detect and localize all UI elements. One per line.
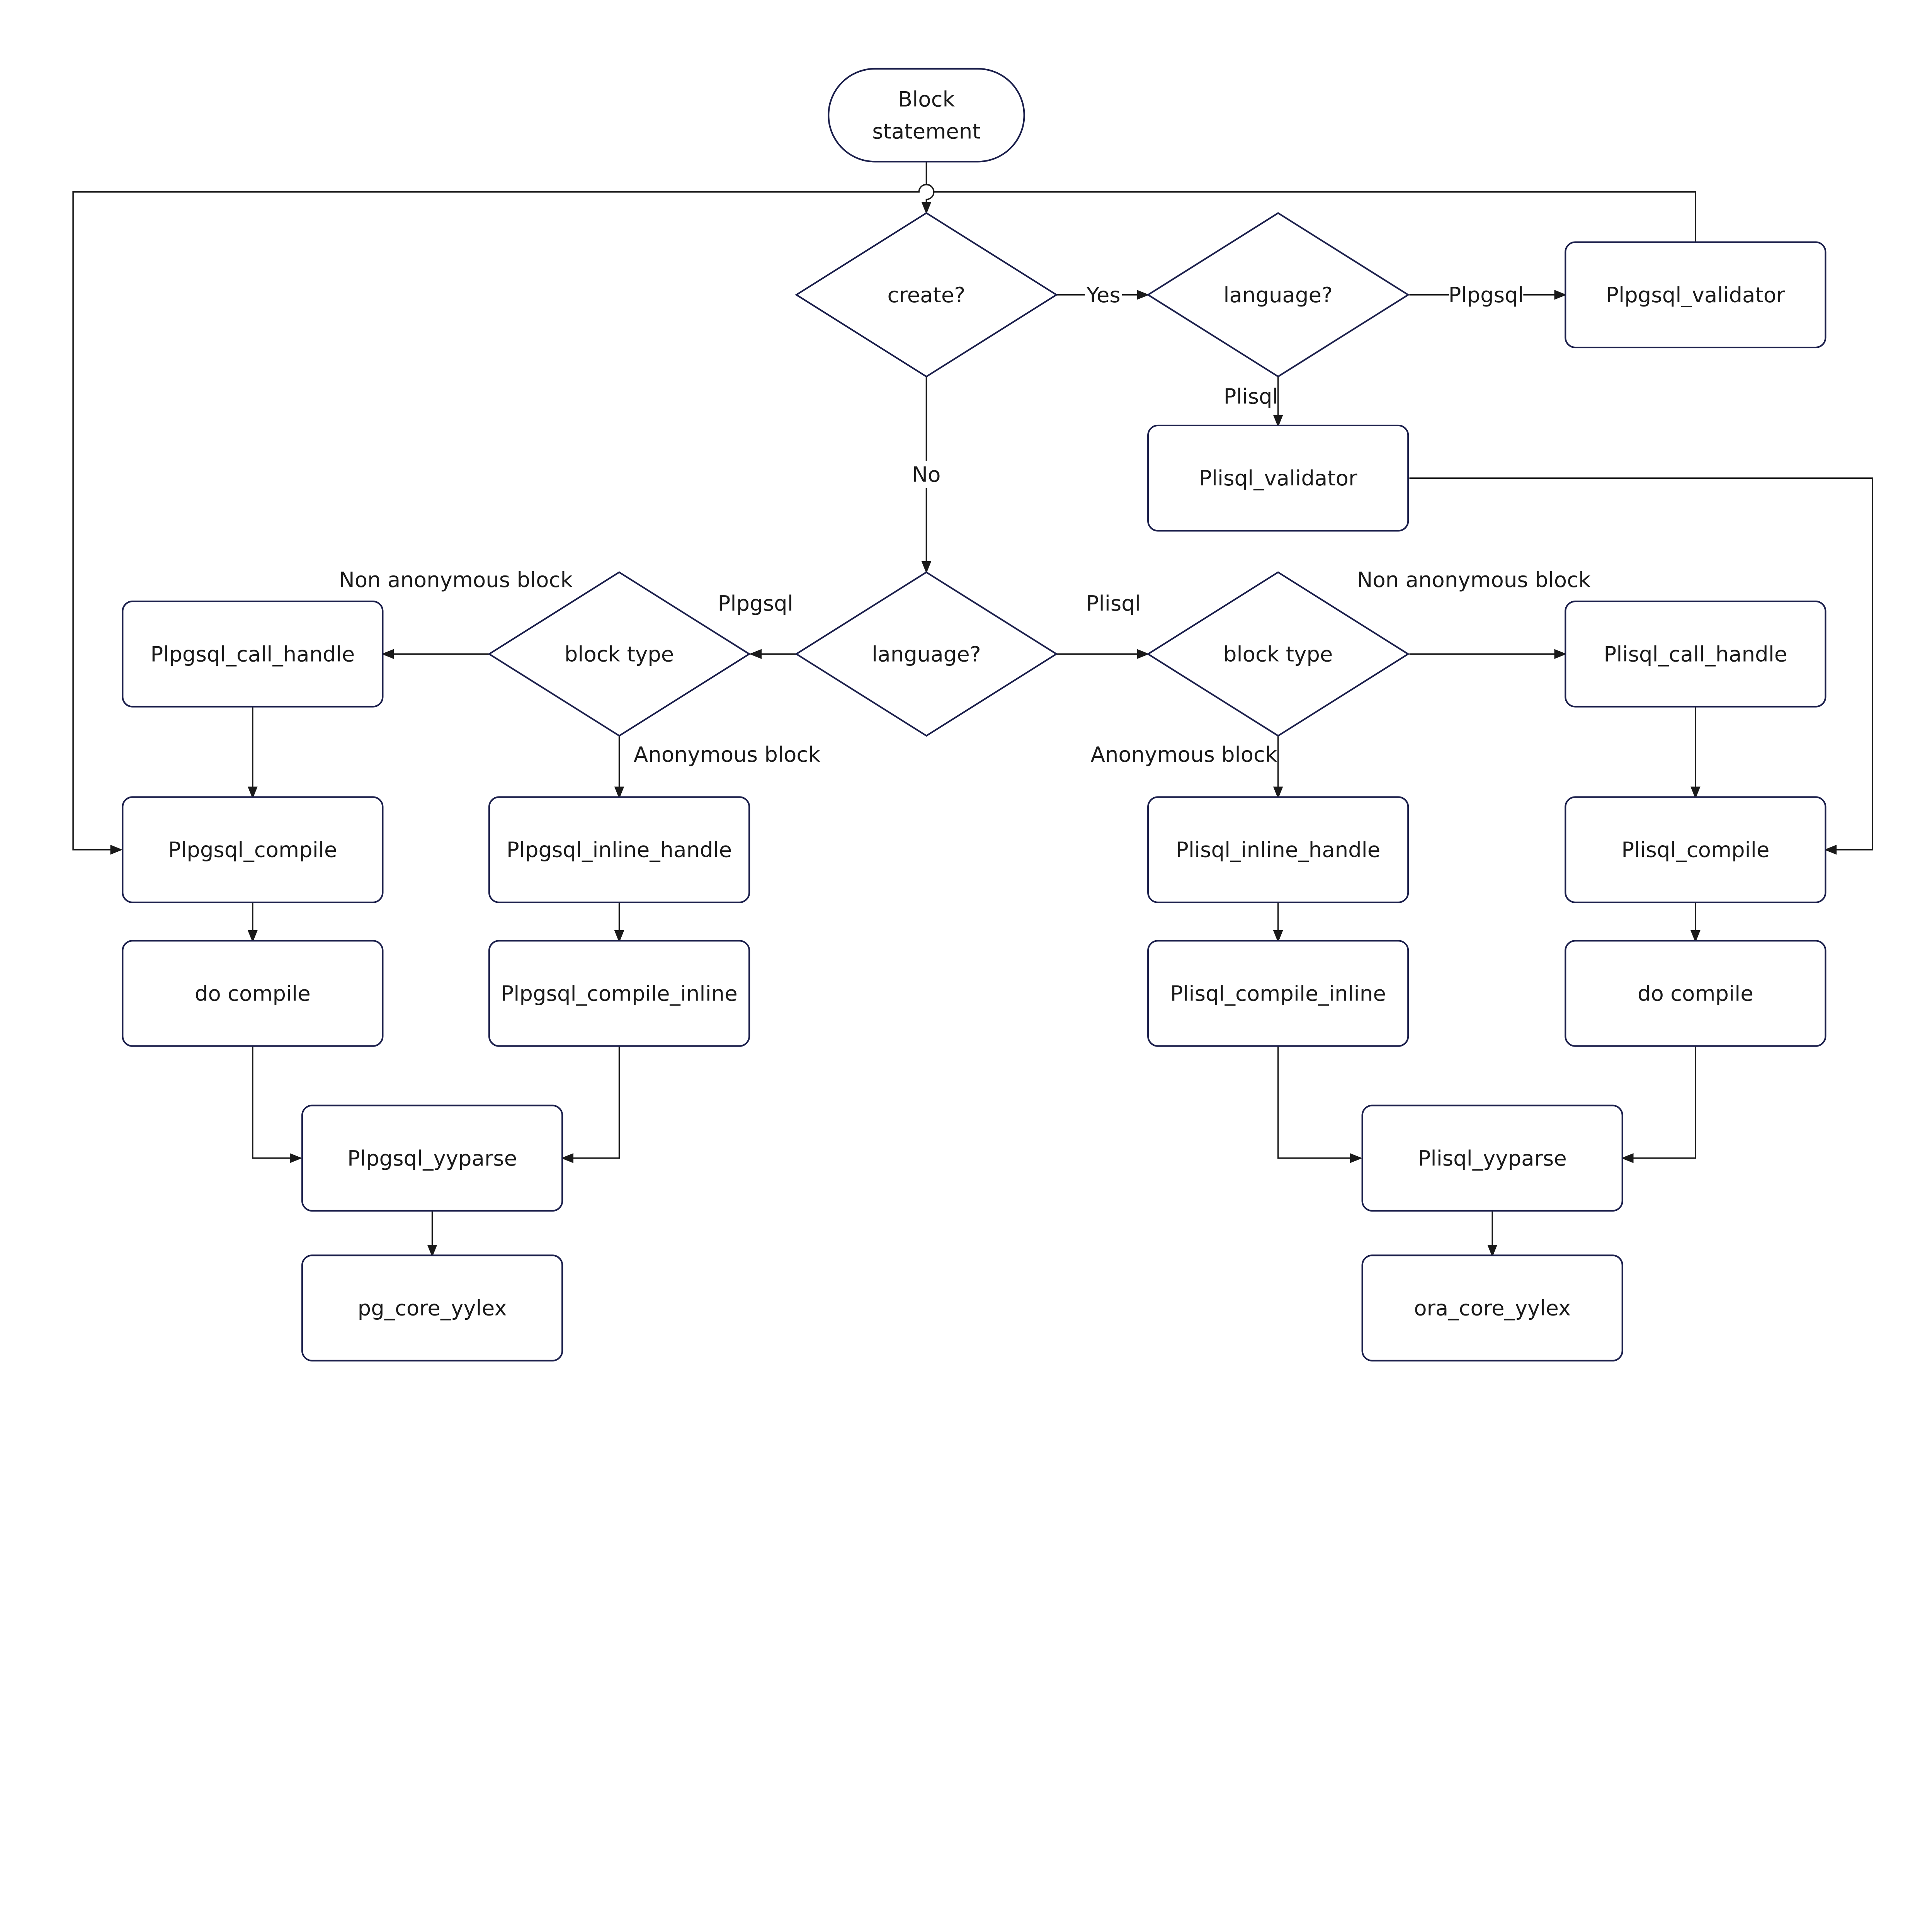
edge-label-top-plpgsql: Plpgsql bbox=[1449, 283, 1524, 307]
node-plisql-yyparse: Plisql_yyparse bbox=[1361, 1105, 1623, 1212]
flowchart: Block statement create? language? Plpgsql_va… bbox=[72, 68, 1873, 1361]
node-label: pg_core_yylex bbox=[358, 1296, 507, 1321]
node-lang-top: language? bbox=[1146, 212, 1410, 378]
process-box bbox=[488, 940, 750, 1047]
process-box bbox=[1565, 940, 1827, 1047]
node-plisql-compile: Plisql_compile bbox=[1565, 796, 1827, 904]
label-background bbox=[1085, 281, 1122, 309]
decision-diamond bbox=[1146, 571, 1410, 737]
node-ora-core-yylex: ora_core_yylex bbox=[1361, 1254, 1623, 1361]
edge-label-left-anon: Anonymous block bbox=[634, 742, 820, 767]
node-btype-right: block type bbox=[1146, 571, 1410, 737]
process-box bbox=[1147, 424, 1409, 532]
node-create: create? bbox=[794, 212, 1058, 378]
node-label: Plpgsql_call_handle bbox=[150, 642, 355, 666]
decision-diamond bbox=[794, 212, 1058, 378]
node-label: Plpgsql_inline_handle bbox=[507, 837, 732, 862]
node-do-compile-right: do compile bbox=[1565, 940, 1827, 1047]
node-label: Plisql_call_handle bbox=[1604, 642, 1787, 666]
edge-label-no: No bbox=[912, 462, 940, 487]
node-label: do compile bbox=[195, 981, 311, 1006]
node-label: Plisql_inline_handle bbox=[1176, 837, 1380, 862]
process-box bbox=[1565, 601, 1827, 708]
edge-label-yes: Yes bbox=[1086, 283, 1121, 307]
edges-layer bbox=[72, 162, 1873, 1258]
node-plisql-validator: Plisql_validator bbox=[1147, 424, 1409, 532]
node-label: Plisql_validator bbox=[1199, 466, 1357, 490]
node-plisql-compile-inline: Plisql_compile_inline bbox=[1147, 940, 1409, 1047]
node-label: language? bbox=[872, 642, 981, 666]
connector-arrow bbox=[1621, 1045, 1696, 1163]
node-plpgsql-inline-handle: Plpgsql_inline_handle bbox=[488, 796, 750, 904]
node-label: Plpgsql_yyparse bbox=[347, 1146, 517, 1171]
node-label: block type bbox=[565, 642, 674, 666]
node-plpgsql-compile-inline: Plpgsql_compile_inline bbox=[488, 940, 750, 1047]
label-background bbox=[908, 461, 945, 488]
node-label: Plisql_compile_inline bbox=[1170, 981, 1386, 1006]
process-box bbox=[1147, 940, 1409, 1047]
connector-arrow bbox=[561, 1045, 620, 1163]
node-pg-core-yylex: pg_core_yylex bbox=[301, 1254, 563, 1361]
node-label: Block bbox=[898, 87, 955, 111]
process-box bbox=[122, 940, 384, 1047]
connector-arrow bbox=[252, 1045, 303, 1163]
edge-label-top-plisql: Plisql bbox=[1224, 384, 1278, 409]
node-label: Plpgsql_compile_inline bbox=[501, 981, 737, 1006]
process-box bbox=[1565, 241, 1827, 349]
node-label: Plpgsql_validator bbox=[1606, 283, 1785, 307]
nodes-layer: Block statement create? language? Plpgsql_va… bbox=[122, 68, 1827, 1361]
node-plpgsql-yyparse: Plpgsql_yyparse bbox=[301, 1105, 563, 1212]
process-box bbox=[122, 601, 384, 708]
node-plpgsql-compile: Plpgsql_compile bbox=[122, 796, 384, 904]
node-do-compile-left: do compile bbox=[122, 940, 384, 1047]
connector-arrow bbox=[72, 184, 1696, 855]
edge-label-right-non-anon: Non anonymous block bbox=[1357, 567, 1591, 592]
node-lang-mid: language? bbox=[794, 571, 1058, 737]
node-label: Plisql_compile bbox=[1621, 837, 1769, 862]
node-plisql-call-handle: Plisql_call_handle bbox=[1565, 601, 1827, 708]
process-box bbox=[1565, 796, 1827, 904]
edge-label-left-non-anon: Non anonymous block bbox=[339, 567, 573, 592]
node-label: language? bbox=[1223, 283, 1333, 307]
edge-label-right-anon: Anonymous block bbox=[1091, 742, 1277, 767]
node-plpgsql-call-handle: Plpgsql_call_handle bbox=[122, 601, 384, 708]
process-box bbox=[1147, 796, 1409, 904]
connector-arrow bbox=[1277, 1045, 1362, 1163]
process-box bbox=[301, 1105, 563, 1212]
node-label: do compile bbox=[1638, 981, 1753, 1006]
process-box bbox=[122, 796, 384, 904]
node-label: ora_core_yylex bbox=[1414, 1296, 1571, 1321]
node-label: Plisql_yyparse bbox=[1418, 1146, 1567, 1171]
node-label: Plpgsql_compile bbox=[168, 837, 337, 862]
node-label: block type bbox=[1223, 642, 1333, 666]
node-plisql-inline-handle: Plisql_inline_handle bbox=[1147, 796, 1409, 904]
process-box bbox=[488, 796, 750, 904]
label-background bbox=[1449, 281, 1524, 309]
terminator-shape bbox=[828, 68, 1025, 163]
process-box bbox=[1361, 1254, 1623, 1361]
decision-diamond bbox=[794, 571, 1058, 737]
node-btype-left: block type bbox=[488, 571, 751, 737]
process-box bbox=[1361, 1105, 1623, 1212]
process-box bbox=[301, 1254, 563, 1361]
edge-label-mid-plisql: Plisql bbox=[1086, 591, 1141, 616]
node-start: Block statement bbox=[828, 68, 1025, 163]
node-label: statement bbox=[872, 119, 980, 144]
node-label: create? bbox=[888, 283, 966, 307]
decision-diamond bbox=[1146, 212, 1410, 378]
edge-label-mid-plpgsql: Plpgsql bbox=[718, 591, 793, 616]
decision-diamond bbox=[488, 571, 751, 737]
node-plpgsql-validator: Plpgsql_validator bbox=[1565, 241, 1827, 349]
connector-arrow bbox=[1409, 477, 1873, 855]
